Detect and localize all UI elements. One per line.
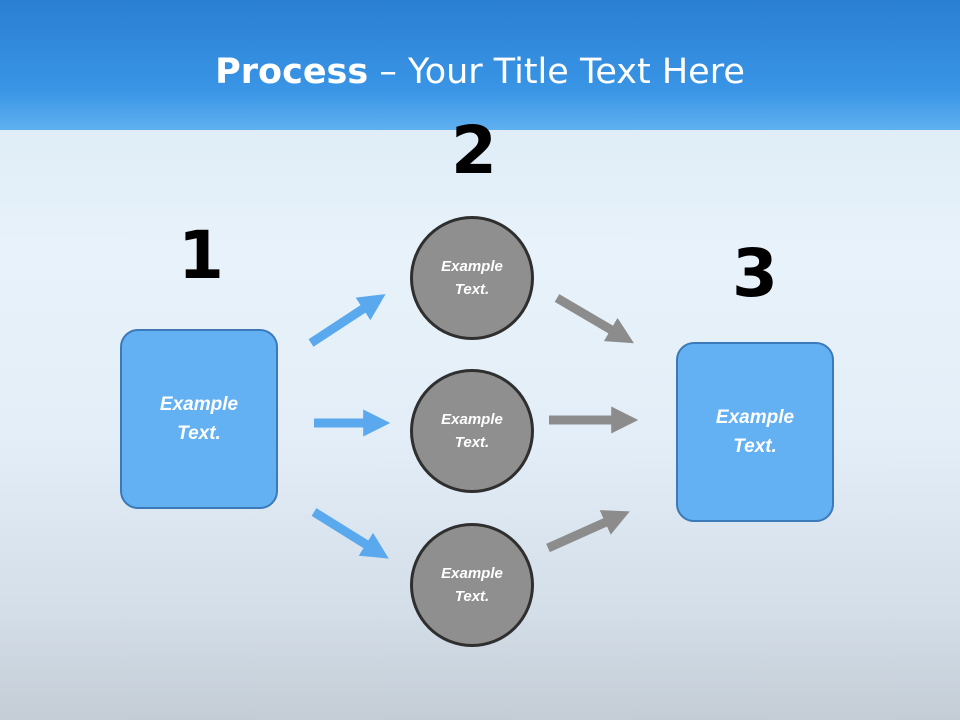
title-bold: Process — [215, 52, 369, 92]
step-number-3: 3 — [732, 235, 778, 312]
step-box-3-line1: Example — [715, 407, 795, 428]
title-band — [0, 0, 960, 130]
arrow-blue-up — [308, 294, 386, 347]
step-number-2: 2 — [451, 112, 497, 189]
arrow-gray-up — [546, 510, 630, 553]
circle-top-line1: Example — [441, 258, 503, 275]
step-number-1: 1 — [178, 217, 224, 294]
arrow-blue-down — [311, 508, 389, 559]
step-box-3-line2: Text. — [733, 436, 777, 457]
circle-middle-line1: Example — [441, 411, 503, 428]
step-box-1-line1: Example — [159, 394, 239, 415]
circle-middle-line2: Text. — [454, 434, 490, 451]
title-rest: – Your Title Text Here — [368, 52, 745, 92]
step-box-1-line2: Text. — [177, 423, 221, 444]
arrow-gray-down — [554, 294, 634, 344]
circle-top-line2: Text. — [454, 281, 490, 298]
slide-title: Process – Your Title Text Here — [0, 52, 960, 92]
circle-bottom-line2: Text. — [454, 588, 490, 605]
circle-bottom-line1: Example — [441, 565, 503, 582]
